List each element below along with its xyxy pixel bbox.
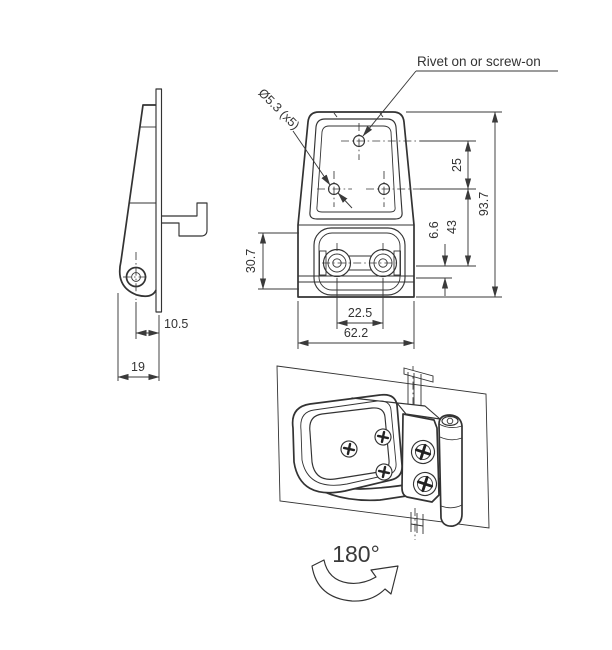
iso-bar-screw [410,439,436,465]
front-view-drawing: Rivet on or screw-on Ø5.3 (x5) 25 43 6.6… [244,54,558,349]
front-body [297,111,415,298]
dim-sleeve-spacing: 22.5 [348,306,372,320]
side-leaf [118,104,157,298]
dim-pin-offset: 6.6 [427,221,441,238]
side-hook [161,202,208,237]
iso-bar-screw [412,471,438,497]
front-lower-recess [313,227,406,296]
isometric-view-drawing [276,365,490,540]
dim-pin-to-plate: 10.5 [164,317,188,331]
front-top-recess [309,118,403,220]
iso-face-screw [375,463,393,481]
note-hole-spec: Ø5.3 (x5) [255,86,302,133]
dim-top-hole-offset: 25 [450,158,464,172]
iso-face-screw [374,428,392,446]
iso-pivot-cap [441,415,459,427]
iso-strip-cap [403,367,434,383]
iso-face-screw [340,440,358,458]
dim-depth: 19 [131,360,145,374]
iso-knuckle [438,414,463,527]
dim-holes-to-pin: 43 [445,220,459,234]
note-mounting: Rivet on or screw-on [417,54,541,69]
opening-angle-label: 180° [332,541,380,567]
dim-overall-height: 93.7 [477,192,491,216]
rotation-indicator: 180° [311,541,399,602]
dim-overall-width: 62.2 [344,326,368,340]
iso-top-arm [351,397,441,420]
dim-sleeve-section-height: 30.7 [244,249,258,273]
rotation-arrow [311,559,399,602]
side-plate [155,88,163,313]
side-view-drawing: 10.5 19 [117,88,208,381]
